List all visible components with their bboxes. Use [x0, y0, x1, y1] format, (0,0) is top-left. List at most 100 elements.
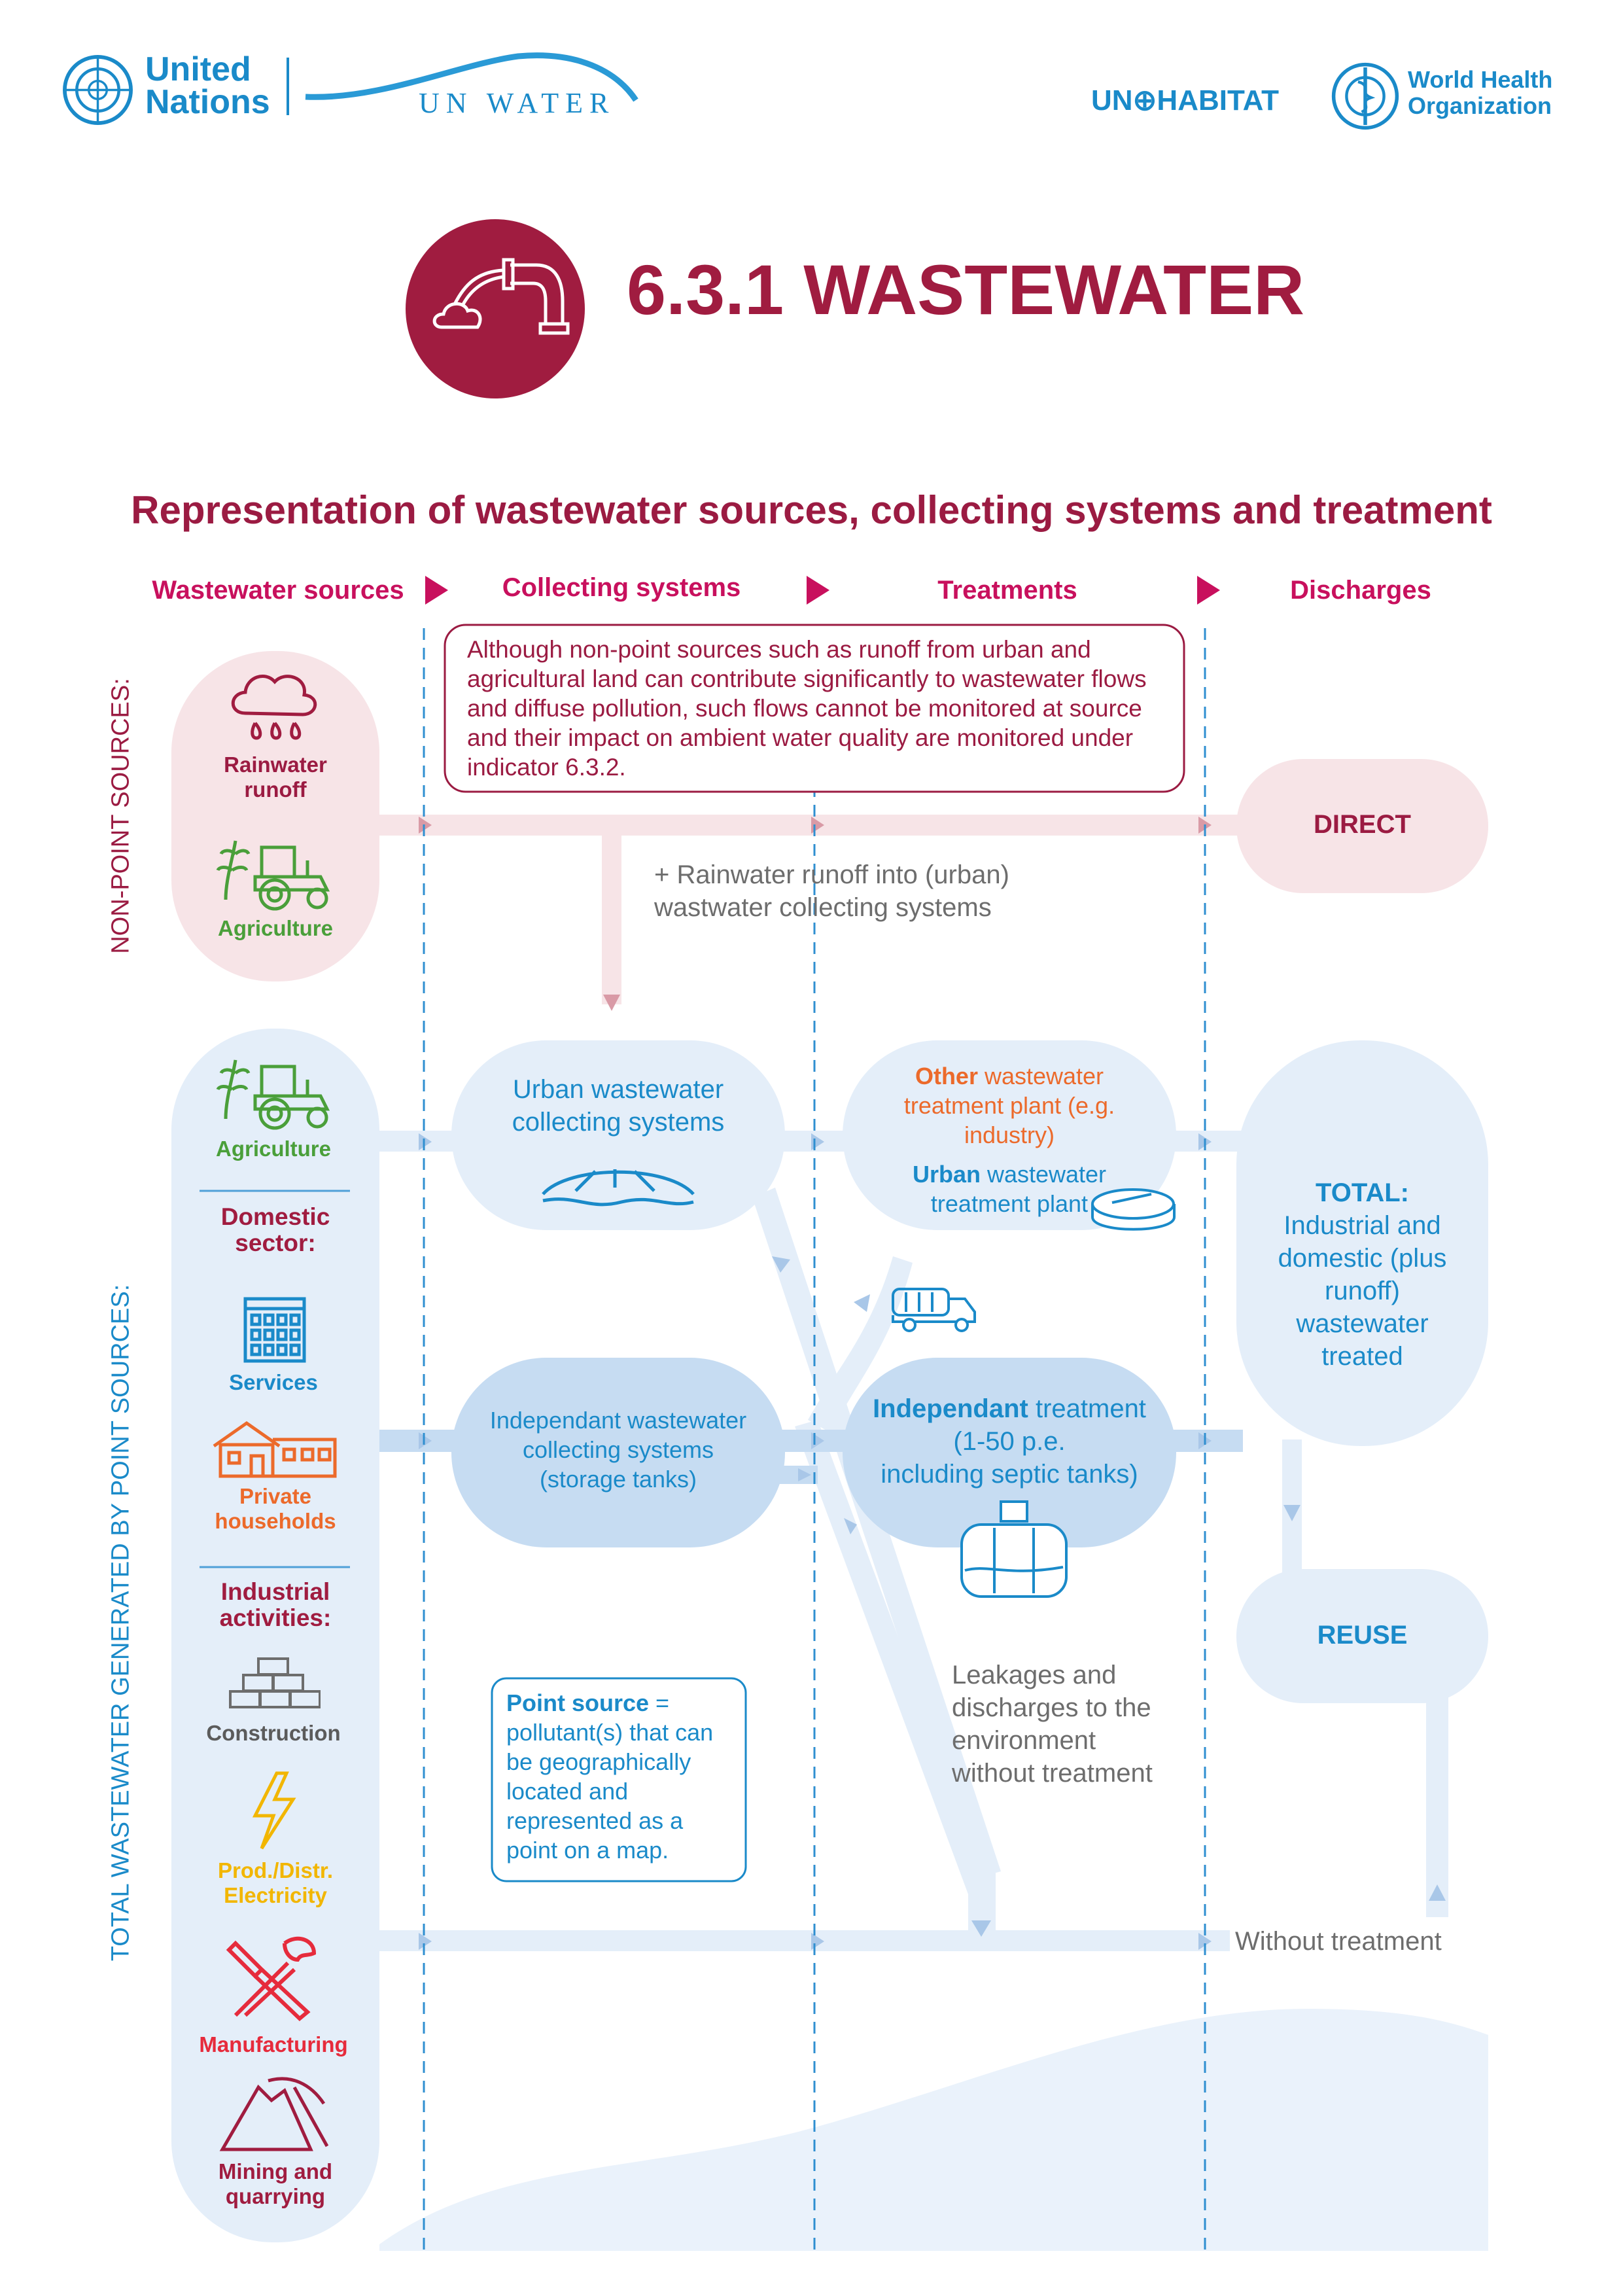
electricity-label-2: Electricity [224, 1883, 327, 1907]
wastewater-pipe-icon [406, 219, 585, 398]
total-l3: runoff) [1325, 1277, 1400, 1305]
other-plant-l1: wastewater [977, 1063, 1104, 1089]
unhabitat-logo: UN⊕HABITAT [1091, 84, 1279, 116]
total-l4: wastewater [1296, 1309, 1429, 1338]
independent-treatment-label: Independant treatment (1-50 p.e. includi… [843, 1392, 1176, 1491]
leakages-l1: Leakages and [952, 1661, 1117, 1689]
other-plant-label: Other wastewater treatment plant (e.g. i… [843, 1061, 1176, 1150]
point-source-line3: be geographically [506, 1748, 691, 1775]
runoff-note-line2: wastwater collecting systems [654, 893, 992, 922]
agriculture-nonpoint-label: Agriculture [217, 916, 334, 940]
logo-divider [287, 58, 289, 115]
blue-arrow-markers [419, 1133, 1446, 1950]
point-source-line6: point on a map. [506, 1837, 669, 1863]
point-sources-panel [171, 1029, 379, 2242]
column-header-collecting: Collecting systems [502, 573, 741, 602]
agriculture-tractor-icon [216, 1059, 330, 1130]
point-source-box-frame [491, 1677, 747, 1882]
header-arrows [425, 576, 1220, 605]
leakages-l3: environment [952, 1726, 1096, 1755]
tractor-icon [216, 840, 330, 911]
urban-plant-bold: Urban [912, 1161, 981, 1188]
diagram-subtitle: Representation of wastewater sources, co… [131, 488, 1492, 532]
who-logo-line1: World Health [1408, 66, 1553, 93]
unwater-logo-text: UN WATER [419, 87, 616, 119]
total-shape [1236, 1040, 1488, 1446]
total-l1: Industrial and [1283, 1211, 1441, 1240]
domestic-sector-label-1: Domestic [220, 1203, 330, 1230]
leakages-l2: discharges to the [952, 1693, 1151, 1722]
mining-pickaxe-icon [219, 2077, 329, 2151]
independent-treatment-shape [843, 1358, 1176, 1547]
urban-collecting-shape [451, 1040, 785, 1230]
leakages-l4: without treatment [952, 1759, 1153, 1788]
septic-truck-icon [892, 1288, 976, 1332]
electricity-bolt-icon [252, 1771, 296, 1850]
un-logo-line2: Nations [145, 83, 270, 121]
reuse-label: REUSE [1317, 1621, 1408, 1650]
who-emblem-icon [1331, 62, 1399, 130]
construction-bricks-icon [229, 1657, 321, 1708]
total-treated-label: TOTAL: Industrial and domestic (plus run… [1236, 1176, 1488, 1373]
rainwater-runoff-label-2: runoff [244, 777, 307, 802]
urban-collecting-label-1: Urban wastewater [512, 1075, 724, 1104]
independent-collecting-label-1: Independant wastewater [489, 1407, 747, 1434]
column-header-treatments: Treatments [937, 576, 1077, 605]
industrial-activities-label-2: activities: [219, 1604, 332, 1631]
industrial-activities-label-1: Industrial [220, 1578, 330, 1605]
urban-plant-l2: treatment plant [930, 1190, 1089, 1217]
services-building-icon [243, 1297, 306, 1363]
leakages-note: Leakages and discharges to the environme… [952, 1659, 1153, 1790]
independent-collecting-label-2: collecting systems [522, 1436, 714, 1463]
electricity-label-1: Prod./Distr. [217, 1858, 334, 1882]
un-logo-line1: United [145, 50, 251, 88]
independent-collecting-shape [451, 1358, 785, 1547]
column-header-discharges: Discharges [1290, 576, 1431, 605]
construction-label: Construction [206, 1721, 341, 1745]
source-dividers [200, 1190, 350, 1568]
non-point-sources-label: NON-POINT SOURCES: [107, 678, 135, 954]
note-box-frame [444, 624, 1185, 793]
point-sources-label: TOTAL WASTEWATER GENERATED BY POINT SOUR… [107, 1284, 135, 1962]
independent-treatment-bold: Independant [873, 1394, 1028, 1423]
who-logo-line2: Organization [1408, 92, 1552, 119]
non-point-note: Although non-point sources such as runof… [467, 636, 1147, 781]
agriculture-point-label: Agriculture [215, 1137, 332, 1161]
other-plant-bold: Other [915, 1063, 978, 1089]
rain-cloud-icon [231, 674, 317, 740]
independent-treatment-l1: treatment [1028, 1394, 1146, 1423]
treatment-tank-icon [1091, 1188, 1176, 1231]
point-source-line4: located and [506, 1778, 629, 1805]
column-header-sources: Wastewater sources [152, 576, 404, 605]
mining-label-1: Mining and [218, 2159, 333, 2183]
point-source-line5: represented as a [506, 1807, 684, 1834]
private-households-label-2: households [215, 1509, 336, 1533]
independent-treatment-l3: including septic tanks) [881, 1460, 1138, 1489]
runoff-drop-line [602, 836, 621, 1004]
rainwater-runoff-label-1: Rainwater [224, 752, 327, 777]
total-head: TOTAL: [1316, 1178, 1409, 1207]
urban-sewer-icon [542, 1169, 695, 1207]
independent-treatment-l2: (1-50 p.e. [953, 1427, 1066, 1456]
runoff-note-line1: + Rainwater runoff into (urban) [654, 860, 1009, 889]
page-title: 6.3.1 WASTEWATER [627, 250, 1305, 329]
manufacturing-tools-icon [226, 1936, 317, 2022]
unwater-wave-icon [305, 52, 638, 102]
without-treatment-label: Without treatment [1235, 1927, 1442, 1956]
urban-plant-l1: wastewater [980, 1161, 1107, 1188]
total-l2: domestic (plus [1278, 1244, 1447, 1273]
manufacturing-label: Manufacturing [199, 2032, 348, 2057]
point-source-equals: = [649, 1689, 670, 1716]
urban-plant-label: Urban wastewater treatment plant [843, 1159, 1176, 1218]
direct-label: DIRECT [1314, 810, 1411, 839]
mining-label-2: quarrying [225, 2184, 326, 2208]
domestic-sector-label-2: sector: [235, 1229, 316, 1256]
septic-tank-icon [960, 1500, 1068, 1598]
reuse-shape [1236, 1569, 1488, 1703]
other-plant-l3: industry) [964, 1122, 1055, 1148]
treatment-plants-shape [843, 1040, 1176, 1230]
urban-collecting-label-2: collecting systems [512, 1108, 725, 1137]
direct-pill-shape [1236, 759, 1488, 893]
private-households-icon [213, 1421, 337, 1478]
